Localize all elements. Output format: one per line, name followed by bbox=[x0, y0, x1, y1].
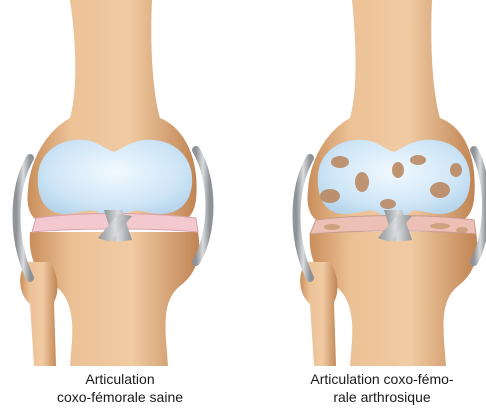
erosion-spot bbox=[450, 163, 462, 177]
arthritic-knee bbox=[297, 0, 486, 366]
wear-spot bbox=[456, 227, 468, 233]
wear-spot bbox=[430, 223, 450, 229]
erosion-spot bbox=[392, 162, 404, 178]
caption-healthy: Articulation coxo-fémorale saine bbox=[10, 370, 230, 406]
healthy-knee bbox=[17, 0, 210, 366]
caption-healthy-line1: Articulation bbox=[10, 370, 230, 388]
healthy-lateral-ligament bbox=[17, 158, 31, 278]
wear-spot bbox=[324, 224, 340, 230]
erosion-spot bbox=[410, 155, 426, 165]
caption-arthritic: Articulation coxo-fémo- rale arthrosique bbox=[272, 370, 486, 406]
erosion-spot bbox=[430, 182, 450, 198]
caption-arthritic-line2: rale arthrosique bbox=[272, 388, 486, 406]
erosion-spot bbox=[380, 199, 396, 209]
caption-arthritic-line1: Articulation coxo-fémo- bbox=[272, 370, 486, 388]
caption-healthy-line2: coxo-fémorale saine bbox=[10, 388, 230, 406]
arthritic-lateral-ligament bbox=[297, 158, 311, 278]
erosion-spot bbox=[320, 189, 340, 203]
erosion-spot bbox=[355, 172, 369, 192]
healthy-femoral-cartilage bbox=[38, 140, 192, 220]
erosion-spot bbox=[331, 156, 349, 168]
